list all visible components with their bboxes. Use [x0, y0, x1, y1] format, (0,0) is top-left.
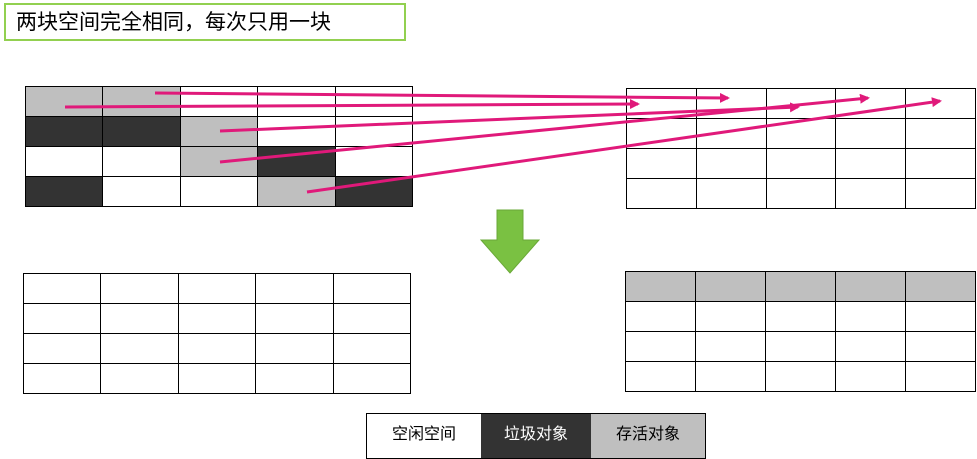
down-arrow [479, 209, 541, 274]
memory-cell-free [695, 301, 766, 332]
memory-cell-live [179, 116, 259, 147]
memory-cell-free [625, 361, 696, 392]
memory-cell-free [835, 301, 906, 332]
grid-row [22, 363, 412, 394]
memory-cell-free [22, 303, 102, 334]
memory-cell-free [905, 88, 976, 119]
memory-cell-free [695, 178, 767, 209]
memory-cell-free [257, 86, 336, 117]
memory-cell-free [905, 331, 976, 362]
memory-cell-free [332, 363, 412, 394]
memory-cell-free [257, 116, 336, 147]
grid-after-cleared [22, 273, 412, 394]
grid-row [626, 178, 976, 209]
memory-cell-live [905, 271, 976, 302]
memory-cell-garbage [24, 176, 104, 207]
memory-cell-free [177, 333, 257, 364]
memory-cell-free [835, 178, 907, 209]
memory-cell-live [257, 176, 336, 207]
memory-cell-free [905, 301, 976, 332]
memory-cell-free [22, 363, 102, 394]
title-text: 两块空间完全相同，每次只用一块 [16, 10, 331, 34]
memory-cell-free [905, 361, 976, 392]
legend-free: 空闲空间 [367, 414, 481, 458]
memory-cell-free [835, 118, 907, 149]
legend-garbage: 垃圾对象 [481, 414, 591, 458]
memory-cell-live [102, 86, 181, 117]
memory-cell-free [625, 301, 696, 332]
grid-row [625, 361, 976, 392]
grid-row [24, 176, 414, 207]
copy-arrow-2 [64, 99, 640, 110]
memory-cell-free [695, 148, 767, 179]
copy-arrow-5 [306, 97, 942, 194]
grid-row [625, 271, 976, 302]
memory-cell-free [695, 118, 767, 149]
grid-after-compacted [625, 271, 976, 392]
memory-cell-live [835, 271, 906, 302]
memory-cell-garbage [102, 116, 181, 147]
grid-before-active [24, 86, 414, 207]
memory-cell-live [179, 146, 259, 177]
memory-cell-free [835, 88, 907, 119]
grid-row [625, 331, 976, 362]
memory-cell-free [334, 86, 414, 117]
memory-cell-free [102, 176, 181, 207]
memory-cell-free [332, 273, 412, 304]
memory-cell-garbage [24, 116, 104, 147]
grid-row [24, 86, 414, 117]
grid-before-reserve [626, 88, 976, 209]
memory-cell-garbage [257, 146, 336, 177]
legend-live: 存活对象 [591, 414, 705, 458]
memory-cell-free [905, 178, 976, 209]
memory-cell-free [765, 178, 837, 209]
memory-cell-free [334, 146, 414, 177]
grid-row [22, 303, 412, 334]
memory-cell-free [22, 333, 102, 364]
memory-cell-free [255, 303, 334, 334]
grid-row [22, 333, 412, 364]
grid-row [24, 146, 414, 177]
copy-arrow-3 [219, 102, 800, 133]
title-box: 两块空间完全相同，每次只用一块 [4, 3, 406, 41]
legend: 空闲空间 垃圾对象 存活对象 [366, 413, 706, 459]
memory-cell-free [100, 303, 179, 334]
memory-cell-free [179, 176, 259, 207]
memory-cell-free [100, 333, 179, 364]
grid-row [24, 116, 414, 147]
memory-cell-free [177, 363, 257, 394]
memory-cell-live [765, 271, 836, 302]
memory-cell-free [625, 331, 696, 362]
memory-cell-free [177, 303, 257, 334]
copy-arrow-4 [219, 93, 870, 164]
memory-cell-free [765, 301, 836, 332]
memory-cell-free [695, 361, 766, 392]
memory-cell-free [100, 363, 179, 394]
memory-cell-free [255, 333, 334, 364]
memory-cell-live [695, 271, 766, 302]
memory-cell-free [179, 86, 259, 117]
memory-cell-free [835, 361, 906, 392]
grid-row [625, 301, 976, 332]
memory-cell-free [626, 178, 697, 209]
memory-cell-free [905, 118, 976, 149]
memory-cell-free [765, 331, 836, 362]
memory-cell-free [255, 273, 334, 304]
memory-cell-free [332, 303, 412, 334]
memory-cell-free [626, 148, 697, 179]
copy-arrow-1 [154, 91, 730, 103]
memory-cell-free [332, 333, 412, 364]
memory-cell-live [625, 271, 696, 302]
memory-cell-free [334, 116, 414, 147]
memory-cell-free [100, 273, 179, 304]
memory-cell-free [255, 363, 334, 394]
